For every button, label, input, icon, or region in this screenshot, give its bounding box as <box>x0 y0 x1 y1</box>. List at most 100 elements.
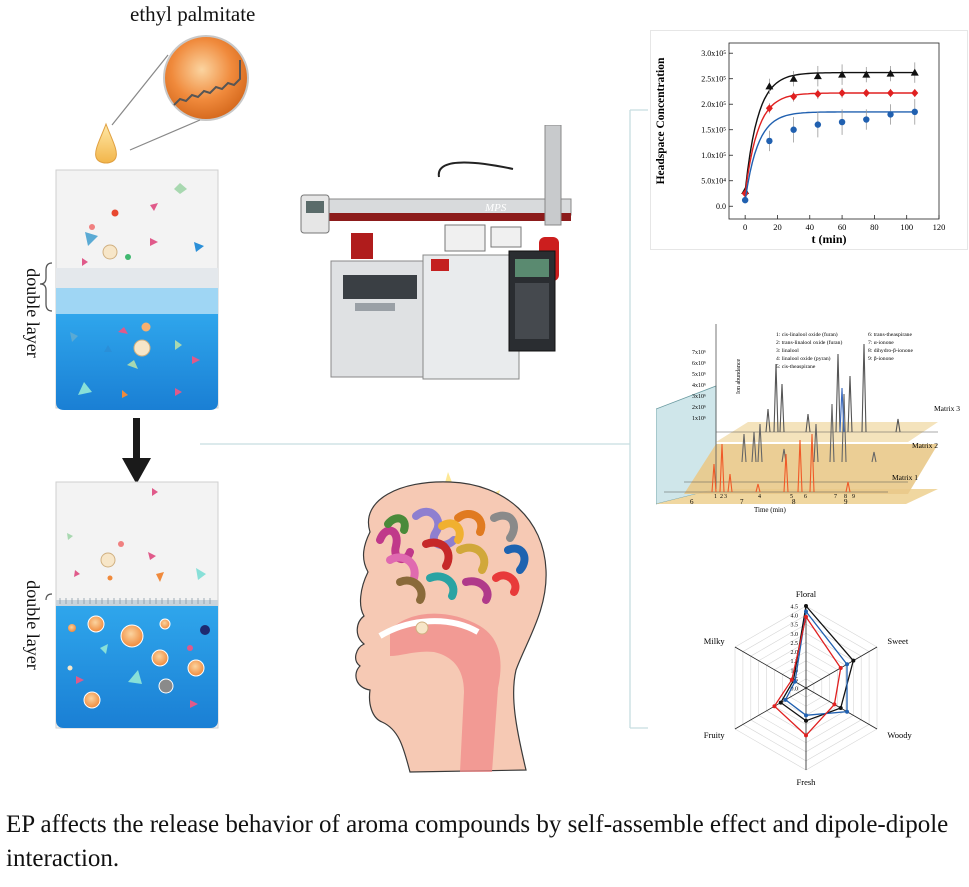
kinetics-point <box>911 88 919 97</box>
chrom-peak-number: 7 <box>834 494 837 500</box>
kinetics-point <box>862 70 871 78</box>
chrom-x-tick-label: 8 <box>792 498 796 506</box>
kinetics-point <box>838 118 846 126</box>
chrom-y-tick-label: 3x10⁶ <box>692 394 706 400</box>
radar-point <box>804 614 808 619</box>
kinetics-point <box>838 70 847 78</box>
chrom-y-tick-label: 5x10⁶ <box>692 372 706 378</box>
kinetics-point <box>789 74 798 82</box>
radar-point <box>804 718 808 723</box>
kinetics-point <box>814 90 822 99</box>
radar-point <box>778 700 783 705</box>
chrom-peak-number: 6 <box>804 494 807 500</box>
radar-tick-label: 0.0 <box>791 687 799 693</box>
chrom-legend-item: 6: trans-theaspirane <box>868 332 912 338</box>
kinetics-plot-frame <box>728 42 940 220</box>
chrom-x-tick-label: 9 <box>844 498 848 506</box>
droplet <box>95 122 117 164</box>
chrom-peak-number: 8 <box>844 494 847 500</box>
chrom-y-tick-label: 4x10⁶ <box>692 383 706 389</box>
chromatogram-panel: Ion abundance 7x10⁶ 6x10⁶ 5x10⁶ 4x10⁶ 3x10⁶ 2… <box>655 314 968 520</box>
radar-point <box>845 709 850 714</box>
radar-point <box>772 704 777 709</box>
kinetics-point <box>814 121 822 128</box>
kinetics-fit-line-1 <box>744 71 915 191</box>
chrom-peak-number: 2 <box>720 494 723 500</box>
chrom-peak-number: 1 <box>714 494 717 500</box>
chrom-matrix-2: Matrix 2 <box>912 441 938 450</box>
radar-point <box>832 702 837 707</box>
chrom-peak-number: 4 <box>758 494 761 500</box>
bottom-beaker-panel: double layer <box>0 478 260 738</box>
kinetics-point <box>765 82 774 90</box>
radar-axis-label-fruity: Fruity <box>704 730 726 740</box>
radar-tick-label: 4.0 <box>791 614 799 620</box>
chrom-y-tick-label: 6x10⁶ <box>692 361 706 367</box>
chrom-legend-item: 9: β-ionone <box>868 356 894 362</box>
chrom-legend-item: 4: linalool oxide (pyran) <box>776 355 831 362</box>
chrom-matrix-3: Matrix 3 <box>934 404 960 413</box>
radar-axis-label-fresh: Fresh <box>797 777 817 787</box>
top-beaker-panel: ethyl palmitate <box>0 0 260 420</box>
kinetics-point <box>790 126 797 133</box>
layer-label-top: double layer <box>23 268 43 358</box>
kinetics-point <box>910 68 919 76</box>
chrom-matrix-1: Matrix 1 <box>892 473 918 482</box>
radar-point <box>804 713 808 718</box>
kinetics-point <box>766 137 773 145</box>
radar-tick-label: 3.5 <box>791 623 799 629</box>
arrow-down-icon <box>112 418 162 486</box>
radar-axis-label-floral: Floral <box>796 589 817 599</box>
kinetics-y-tick-label: 1.0x10⁵ <box>701 151 726 160</box>
chrom-legend-item: 3: linalool <box>776 348 799 354</box>
radar-tick-label: 1.5 <box>791 659 799 665</box>
chrom-legend-item: 8: dihydro-β-ionone <box>868 348 913 354</box>
top-beaker-svg <box>39 35 249 410</box>
radar-chart: FloralSweetWoodyFreshFruityMilky4.54.03.… <box>704 589 913 787</box>
radar-tick-label: 2.5 <box>791 641 799 647</box>
chromatogram-svg: Ion abundance 7x10⁶ 6x10⁶ 5x10⁶ 4x10⁶ 3x10⁶ 2… <box>655 324 960 514</box>
chrom-x-tick-label: 7 <box>740 498 744 506</box>
bottom-beaker-svg <box>45 481 219 729</box>
kinetics-chart: Headspace Concentration t (min) 0.05.0x1… <box>655 42 946 246</box>
chrom-ylabel: Ion abundance <box>736 359 742 394</box>
radar-tick-label: 2.0 <box>791 650 799 656</box>
radar-axis <box>734 687 807 730</box>
kinetics-point <box>863 116 870 123</box>
radar-point <box>804 733 808 738</box>
radar-tick-label: 4.5 <box>791 605 799 611</box>
kinetics-point <box>886 69 895 77</box>
kinetics-point <box>741 189 749 198</box>
kinetics-y-tick-label: 5.0x10⁴ <box>701 177 726 186</box>
kinetics-point <box>838 88 846 97</box>
kinetics-y-tick-label: 2.0x10⁵ <box>701 100 726 109</box>
radar-axis-label-milky: Milky <box>704 636 726 646</box>
ethyl-palmitate-zoom <box>163 35 249 121</box>
kinetics-point <box>765 104 773 113</box>
kinetics-x-tick-label: 60 <box>838 222 847 232</box>
chrom-y-tick-label: 2x10⁶ <box>692 405 706 411</box>
radar-point <box>804 604 808 608</box>
chrom-legend-item: 7: α-ionone <box>868 340 894 346</box>
chrom-y-tick-label: 7x10⁶ <box>692 350 706 356</box>
head-illustration <box>330 460 590 790</box>
chrom-y-tick-label: 1x10⁶ <box>692 416 706 422</box>
radar-point <box>838 706 843 711</box>
radar-point <box>804 609 808 614</box>
compound-label: ethyl palmitate <box>130 2 256 26</box>
chrom-xlabel: Time (min) <box>754 506 786 514</box>
radar-tick-label: 3.0 <box>791 632 799 638</box>
kinetics-point <box>911 108 918 116</box>
chrom-peak-number: 3 <box>724 494 727 500</box>
kinetics-y-tick-label: 3.0x10⁵ <box>701 49 726 58</box>
chrom-x-tick-label: 6 <box>690 498 694 506</box>
kinetics-fit-line-3 <box>744 111 915 201</box>
kinetics-point <box>887 111 894 118</box>
kinetics-x-tick-label: 120 <box>933 222 946 232</box>
radar-point <box>789 677 794 682</box>
chrom-legend-item: 1: cis-linalool oxide (furan) <box>776 331 838 338</box>
kinetics-x-tick-label: 20 <box>773 222 782 232</box>
molecule-chain <box>173 60 241 106</box>
